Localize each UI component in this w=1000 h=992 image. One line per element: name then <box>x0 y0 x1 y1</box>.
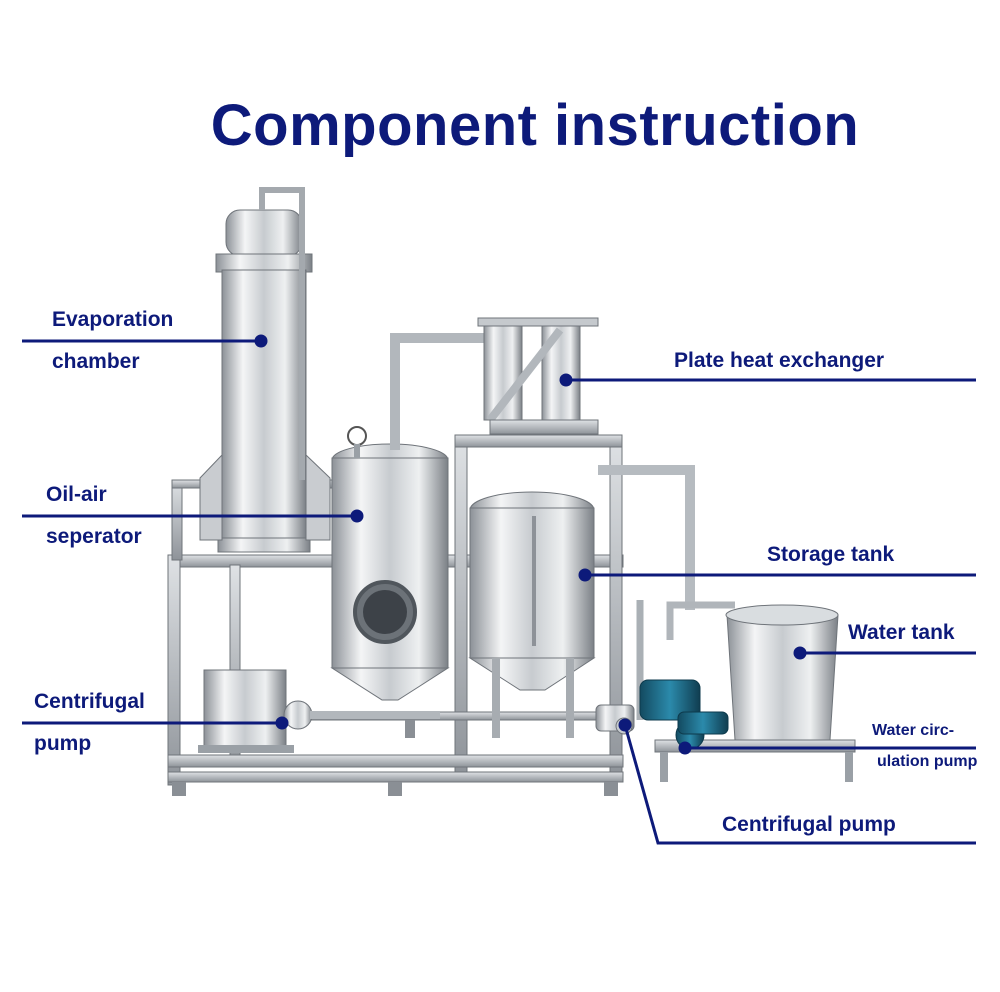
water-circulation-pump-label-line1: Water circ- <box>872 722 955 739</box>
page-title: Component instruction <box>210 93 860 158</box>
oil-air-separator-label-line2: seperator <box>46 525 142 548</box>
centrifugal-pump-right-label: Centrifugal pump <box>722 813 896 836</box>
centrifugal-pump-left <box>198 669 440 753</box>
plate-heat-exchanger-label: Plate heat exchanger <box>674 349 885 372</box>
frame-feet <box>172 720 618 796</box>
oil-air-separator <box>330 426 450 701</box>
centrifugal-pump-left-label-line1: Centrifugal <box>34 690 145 713</box>
callout-lines <box>22 334 976 845</box>
evaporation-chamber-label-line2: chamber <box>52 350 140 373</box>
evaporation-chamber-label-line1: Evaporation <box>52 308 174 331</box>
water-circulation-pump <box>639 679 729 750</box>
centrifugal-pump-left-label-line2: pump <box>34 732 92 755</box>
oil-air-separator-label-line1: Oil-air <box>46 483 107 506</box>
storage-tank-label: Storage tank <box>767 543 895 566</box>
plate-heat-exchanger <box>477 317 599 435</box>
water-circulation-pump-label-line2: ulation pump <box>877 753 978 770</box>
water-tank-label: Water tank <box>848 621 955 644</box>
evaporation-chamber <box>199 187 331 553</box>
storage-tank <box>468 491 596 738</box>
